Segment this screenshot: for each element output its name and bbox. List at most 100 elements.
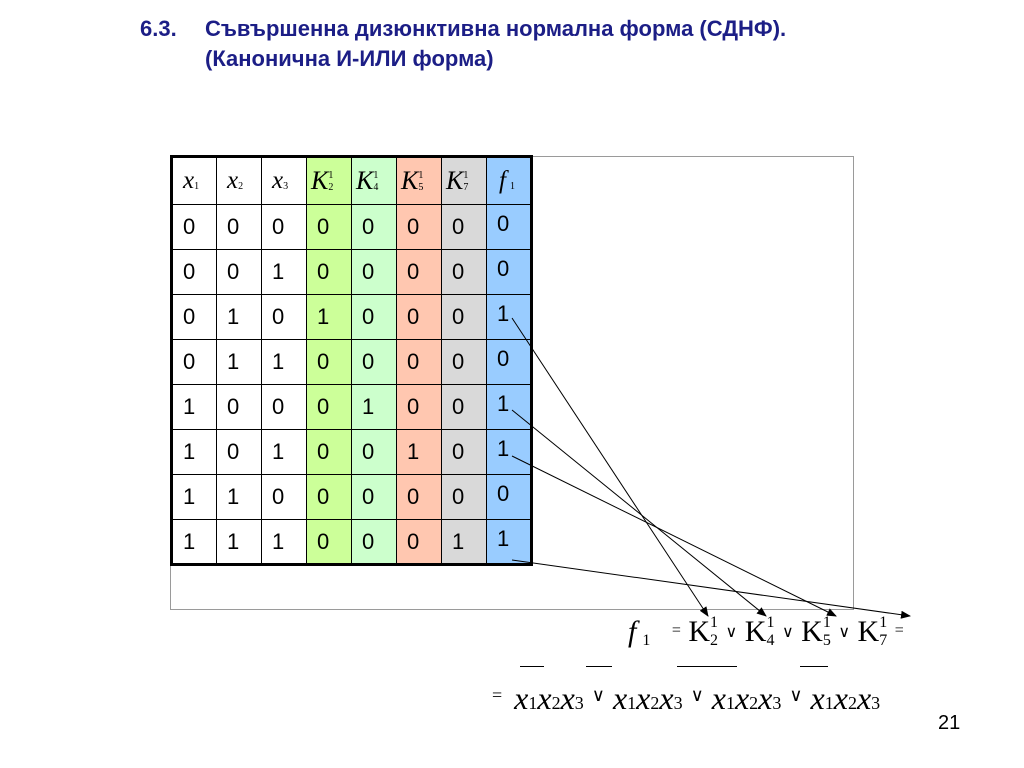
cell-k4: 1: [351, 384, 397, 430]
cell-k7: 0: [441, 204, 487, 250]
arrow-row8-to-k7: [511, 559, 911, 619]
header-k4: K41: [351, 156, 397, 205]
cell-x1: 0: [171, 294, 217, 340]
negation-bar-term1-x3: [586, 666, 612, 667]
arrow-row5-to-k4: [511, 409, 767, 617]
cell-x3: 1: [261, 339, 307, 385]
cell-k5: 0: [396, 249, 442, 295]
cell-k2: 0: [306, 384, 352, 430]
cell-k4: 0: [351, 204, 397, 250]
cell-f1: 1: [486, 294, 532, 340]
cell-k5: 0: [396, 384, 442, 430]
cell-f1: 1: [486, 384, 532, 430]
cell-k7: 0: [441, 384, 487, 430]
cell-k7: 0: [441, 339, 487, 385]
cell-x2: 1: [216, 294, 262, 340]
arrow-row3-to-k2: [511, 317, 709, 617]
table-row: 0 1 1 0 0 0 0 0: [171, 339, 532, 385]
arrow-row6-to-k5: [511, 455, 837, 617]
table-row: 1 0 1 0 0 1 0 1: [171, 429, 532, 475]
cell-f1: 1: [486, 429, 532, 475]
eq1-or-3: ∨: [838, 624, 851, 641]
cell-k4: 0: [351, 294, 397, 340]
slide-title-line-1: Съвършенна дизюнктивна нормална форма (С…: [205, 16, 787, 41]
cell-k5: 0: [396, 519, 442, 565]
cell-k5: 1: [396, 429, 442, 475]
eq2-or-1: ∨: [591, 685, 605, 705]
cell-x2: 1: [216, 519, 262, 565]
table-row: 1 1 1 0 0 0 1 1: [171, 519, 532, 565]
cell-k2: 0: [306, 429, 352, 475]
table-row: 0 0 1 0 0 0 0 0: [171, 249, 532, 295]
cell-k2: 0: [306, 249, 352, 295]
cell-f1: 0: [486, 339, 532, 385]
cell-f1: 0: [486, 249, 532, 295]
cell-k2: 1: [306, 294, 352, 340]
eq2-term-1: x1x2x3: [514, 680, 584, 716]
eq2-term-2: x1x2x3: [612, 680, 683, 716]
eq2-or-3: ∨: [789, 685, 803, 705]
eq1-term-k7: K71: [857, 614, 888, 649]
cell-x1: 0: [171, 339, 217, 385]
cell-k5: 0: [396, 474, 442, 520]
cell-k4: 0: [351, 339, 397, 385]
cell-k7: 1: [441, 519, 487, 565]
cell-k2: 0: [306, 519, 352, 565]
page-number: 21: [938, 712, 961, 734]
cell-x2: 1: [216, 474, 262, 520]
header-k7: K71: [441, 156, 487, 205]
cell-k4: 0: [351, 474, 397, 520]
eq2-lead-equals: =: [492, 685, 503, 705]
cell-f1: 0: [486, 204, 532, 250]
eq1-lhs-f: f: [628, 615, 637, 648]
cell-x3: 0: [261, 384, 307, 430]
eq1-term-k5: K51: [801, 614, 831, 649]
cell-k4: 0: [351, 249, 397, 295]
cell-x2: 0: [216, 204, 262, 250]
table-row: 1 0 0 0 1 0 0 1: [171, 384, 532, 430]
cell-x3: 1: [261, 519, 307, 565]
cell-x1: 1: [171, 384, 217, 430]
table-row: 0 0 0 0 0 0 0 0: [171, 204, 532, 250]
cell-x1: 0: [171, 204, 217, 250]
cell-x3: 0: [261, 294, 307, 340]
eq1-lhs-sub: 1: [642, 632, 651, 649]
cell-k7: 0: [441, 249, 487, 295]
cell-x1: 0: [171, 249, 217, 295]
negation-bar-term3-x2: [800, 666, 828, 667]
table-row: 1 1 0 0 0 0 0 0: [171, 474, 532, 520]
eq2-or-2: ∨: [690, 685, 704, 705]
eq1-or-2: ∨: [781, 624, 794, 641]
cell-k4: 0: [351, 519, 397, 565]
eq1-or-1: ∨: [725, 624, 738, 641]
cell-x1: 1: [171, 519, 217, 565]
cell-k5: 0: [396, 294, 442, 340]
eq1-tail-equals: =: [894, 622, 904, 639]
eq2-term-3: x1x2x3: [711, 680, 782, 716]
slide-title-line-2: (Канонична И-ИЛИ форма): [205, 46, 494, 71]
cell-x3: 0: [261, 204, 307, 250]
section-number: 6.3.: [140, 16, 177, 41]
table-row: 0 1 0 1 0 0 0 1: [171, 294, 532, 340]
eq1-equals: =: [671, 622, 681, 639]
cell-k5: 0: [396, 339, 442, 385]
cell-f1: 1: [486, 519, 532, 565]
cell-k2: 0: [306, 339, 352, 385]
cell-k4: 0: [351, 429, 397, 475]
negation-bar-term2-x2x3: [677, 666, 737, 667]
negation-bar-term1-x1: [520, 666, 544, 667]
cell-x2: 0: [216, 249, 262, 295]
cell-f1: 0: [486, 474, 532, 520]
eq1-term-k2: K21: [688, 614, 719, 649]
eq1-term-k4: K41: [744, 614, 775, 649]
header-k5: K51: [396, 156, 442, 205]
cell-k2: 0: [306, 474, 352, 520]
cell-k5: 0: [396, 204, 442, 250]
header-x3: x3: [261, 156, 307, 205]
equation-sdnf-expansion: = x1x2x3 ∨ x1x2x3 ∨ x1x2x3 ∨ x1x2x3: [492, 680, 880, 717]
eq2-term-4: x1x2x3: [810, 680, 881, 716]
